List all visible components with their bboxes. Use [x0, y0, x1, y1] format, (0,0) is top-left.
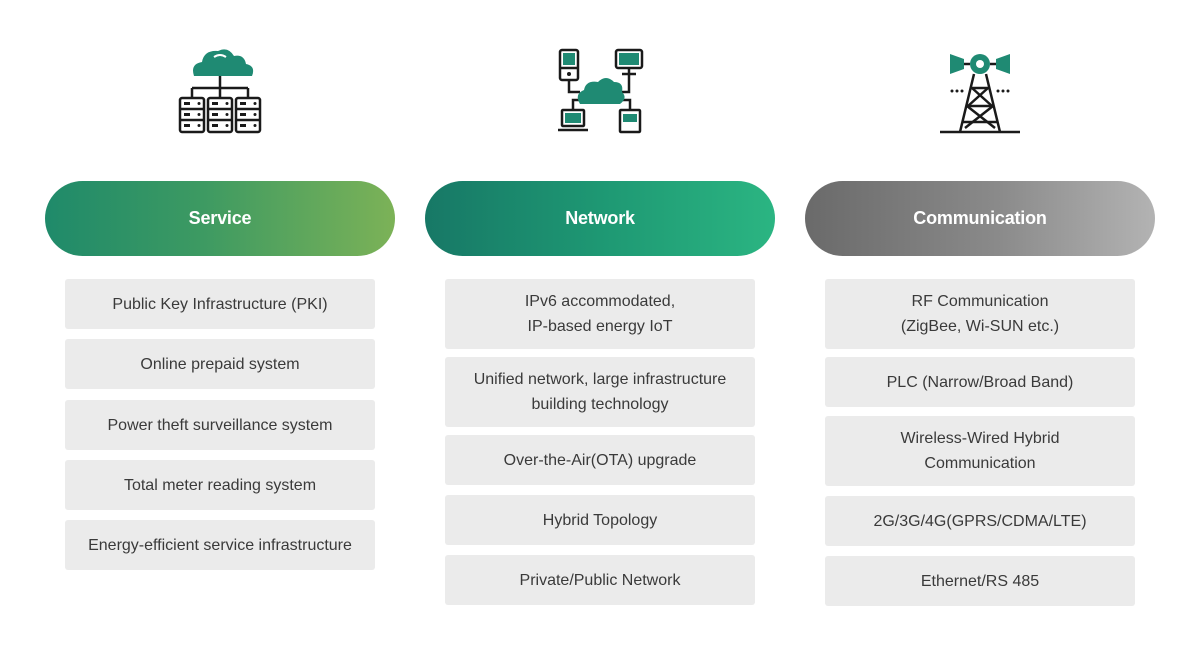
communication-column: Communication RF Communication (ZigBee, …: [805, 0, 1155, 650]
network-item: Hybrid Topology: [445, 495, 755, 545]
network-item: Private/Public Network: [445, 555, 755, 605]
service-column: Service Public Key Infrastructure (PKI) …: [45, 0, 395, 650]
cloud-server-icon: [170, 42, 270, 138]
communication-item: PLC (Narrow/Broad Band): [825, 357, 1135, 407]
communication-item: 2G/3G/4G(GPRS/CDMA/LTE): [825, 496, 1135, 546]
service-item: Energy-efficient service infrastructure: [65, 520, 375, 570]
network-title: Network: [565, 208, 635, 228]
network-item: Unified network, large infrastructure bu…: [445, 357, 755, 427]
cloud-network-devices-icon: [550, 42, 650, 138]
communication-item: Wireless-Wired Hybrid Communication: [825, 416, 1135, 486]
communication-item: RF Communication (ZigBee, Wi-SUN etc.): [825, 279, 1135, 349]
service-item: Power theft surveillance system: [65, 400, 375, 450]
network-item: IPv6 accommodated, IP-based energy IoT: [445, 279, 755, 349]
transmission-tower-icon: [930, 42, 1030, 138]
network-column: Network IPv6 accommodated, IP-based ener…: [425, 0, 775, 650]
communication-item: Ethernet/RS 485: [825, 556, 1135, 606]
communication-title: Communication: [913, 208, 1047, 228]
network-item: Over-the-Air(OTA) upgrade: [445, 435, 755, 485]
service-item: Online prepaid system: [65, 339, 375, 389]
network-header: Network: [425, 181, 775, 256]
service-header: Service: [45, 181, 395, 256]
service-item: Total meter reading system: [65, 460, 375, 510]
service-item: Public Key Infrastructure (PKI): [65, 279, 375, 329]
communication-header: Communication: [805, 181, 1155, 256]
service-title: Service: [188, 208, 252, 228]
